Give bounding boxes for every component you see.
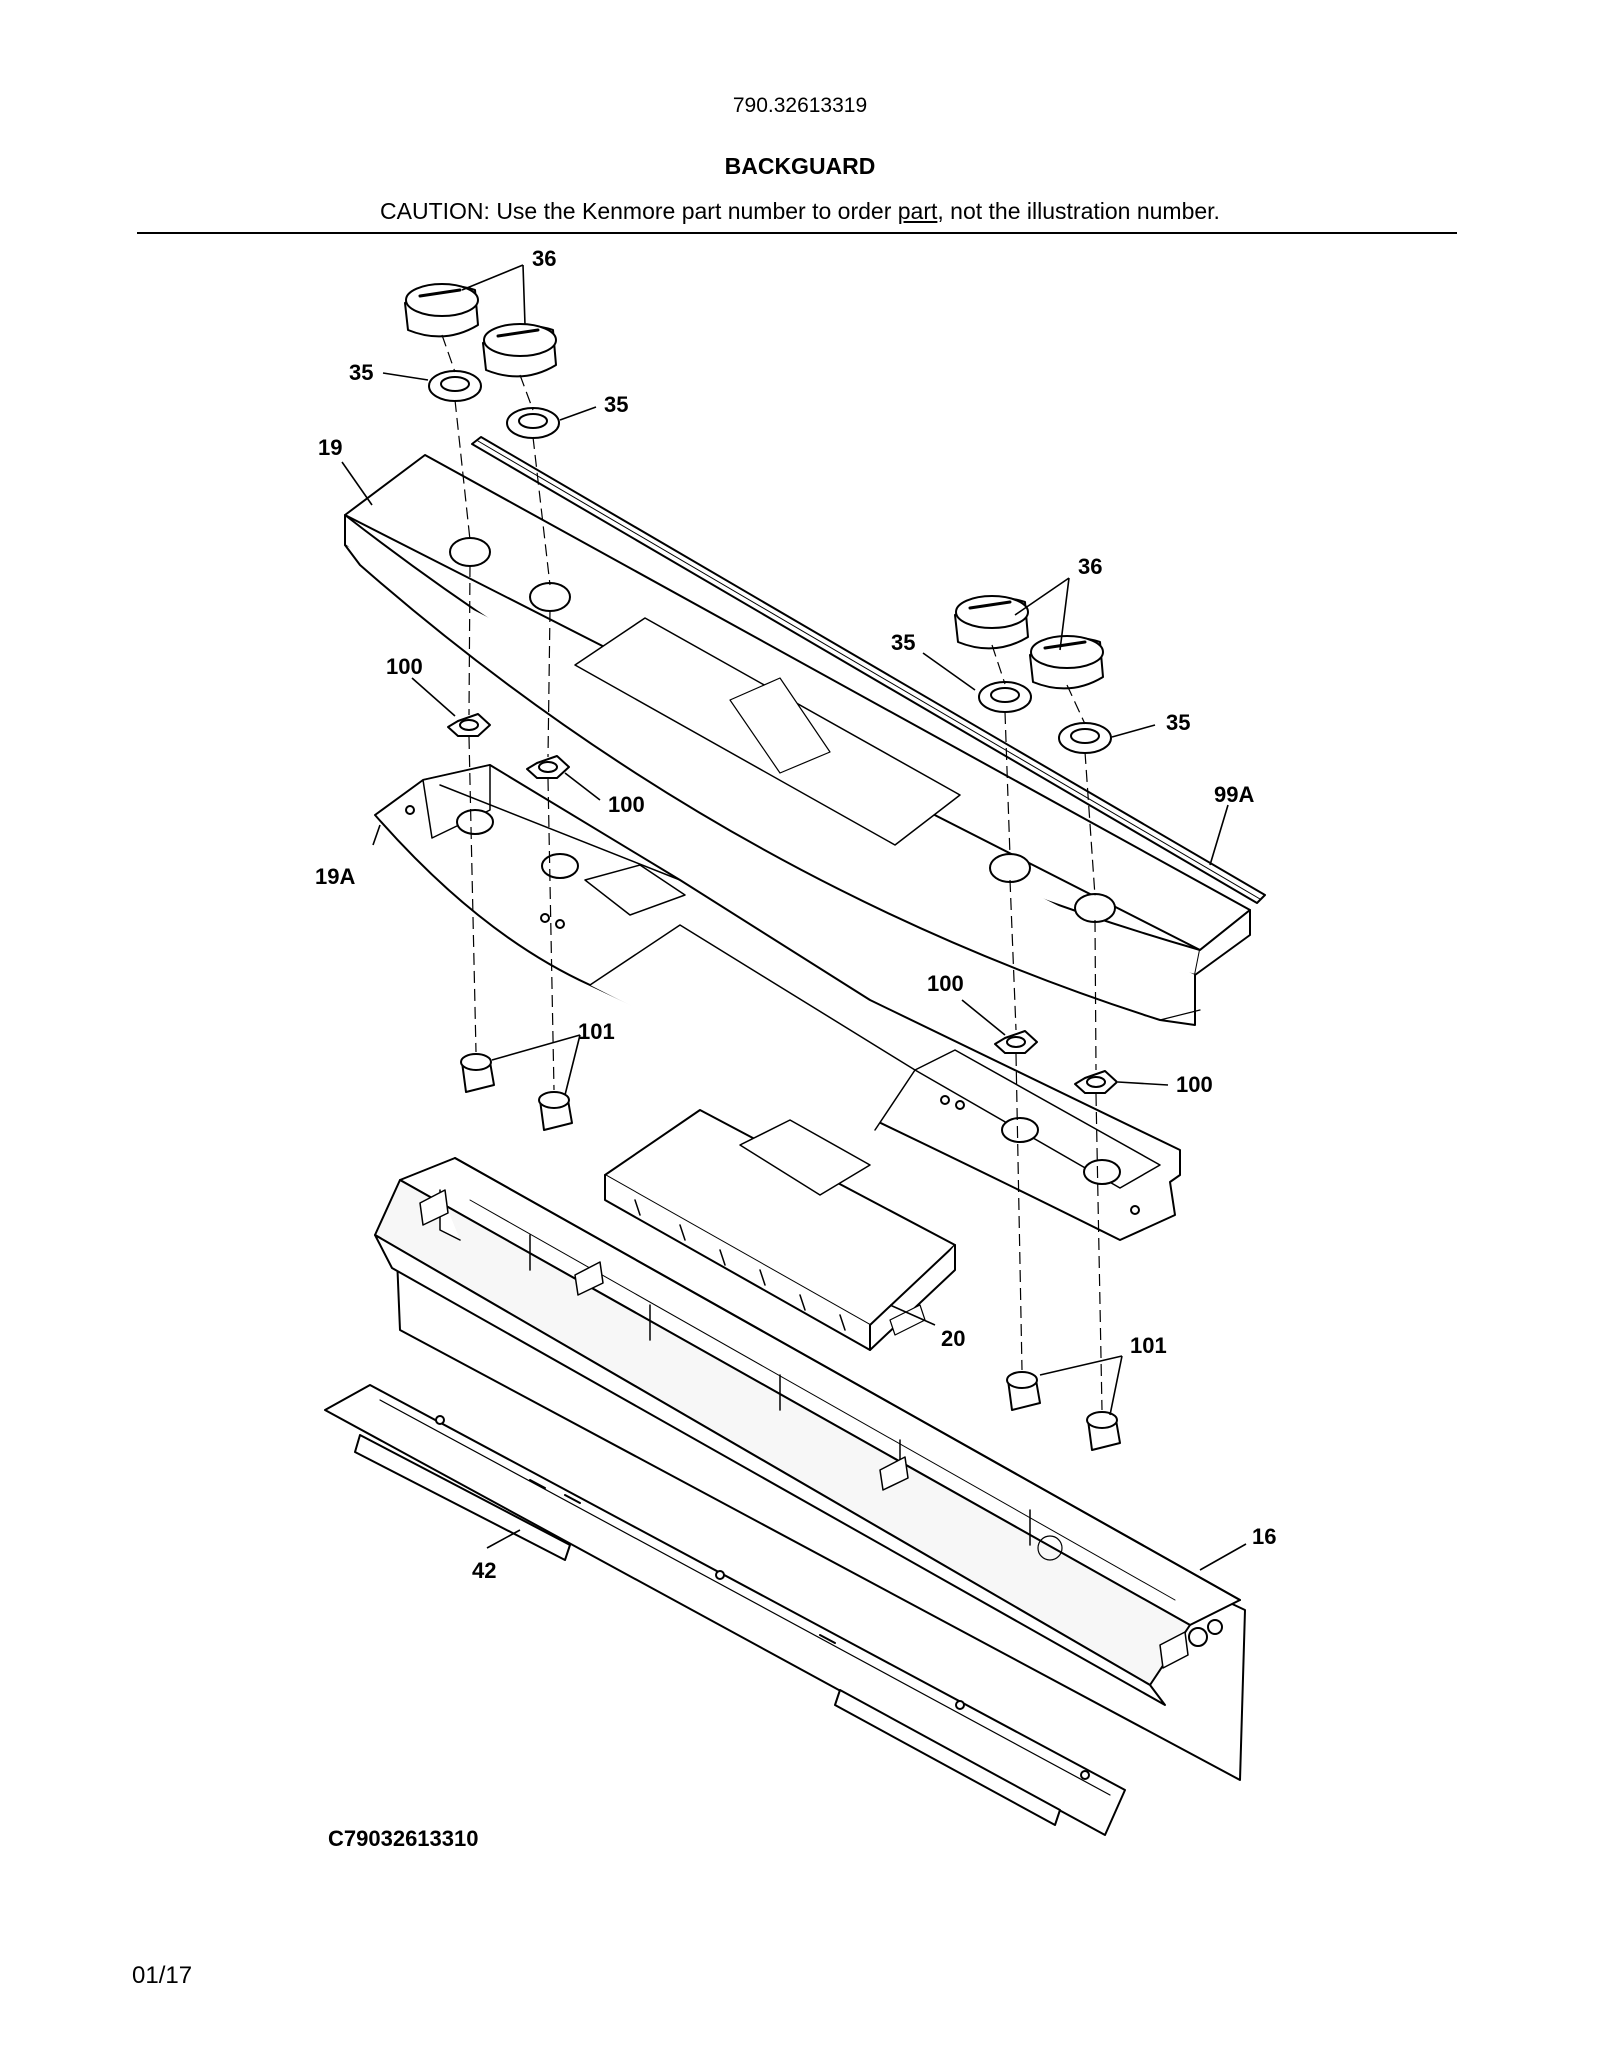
page-title: BACKGUARD	[724, 153, 876, 179]
header-divider	[137, 232, 1457, 234]
part-19-console-panel	[344, 454, 1251, 1026]
part-19a-control-bracket	[374, 764, 1181, 1241]
callout-100-right-lower: 100	[1176, 1072, 1213, 1097]
knob-top-right	[482, 323, 557, 378]
hexnut-right-2	[1086, 1411, 1121, 1451]
model-number: 790.32613319	[732, 94, 868, 117]
bezel-right-left	[978, 681, 1032, 713]
callout-35-top-right: 35	[604, 392, 628, 417]
callout-100-right-upper: 100	[927, 971, 964, 996]
nut-right-2	[1074, 1070, 1118, 1094]
illustration-code: C79032613310	[328, 1826, 479, 1851]
callout-35-top-left: 35	[349, 360, 373, 385]
assembly-guide-lines	[441, 334, 1103, 1411]
callout-100-left-lower: 100	[608, 792, 645, 817]
caution-suffix: , not the illustration number.	[937, 198, 1220, 224]
callout-19: 19	[318, 435, 342, 460]
callout-101-left: 101	[578, 1019, 615, 1044]
callout-101-right: 101	[1130, 1333, 1167, 1358]
part-42-bracket-strip	[324, 1384, 1126, 1836]
part-16-backguard-frame	[374, 1157, 1246, 1781]
callout-99a: 99A	[1214, 782, 1254, 807]
nut-right-1	[994, 1030, 1038, 1054]
callout-labels: 36 35 35 19 36 35 35 100 99A 100 19A 100…	[315, 246, 1276, 1583]
hexnut-left-1	[460, 1053, 495, 1093]
revision-date: 01/17	[132, 1962, 193, 1989]
callout-16: 16	[1252, 1524, 1276, 1549]
part-20-control-board	[604, 1109, 956, 1351]
hexnut-right-1	[1006, 1371, 1041, 1411]
callout-35-right-left: 35	[891, 630, 915, 655]
callout-100-left-upper: 100	[386, 654, 423, 679]
knob-right-lower	[1029, 635, 1104, 690]
caution-note: CAUTION: Use the Kenmore part number to …	[0, 198, 1600, 225]
knob-top-left	[404, 283, 479, 338]
callout-19a: 19A	[315, 864, 355, 889]
callout-36-right: 36	[1078, 554, 1102, 579]
callout-42: 42	[472, 1558, 496, 1583]
bezel-top-right	[506, 407, 560, 439]
bezel-right-right	[1058, 722, 1112, 754]
hexnut-left-2	[538, 1091, 573, 1131]
callout-35-right-right: 35	[1166, 710, 1190, 735]
part-35-bezels	[428, 370, 1112, 754]
part-99a-trim-strip	[471, 436, 1266, 904]
callout-20: 20	[941, 1326, 965, 1351]
callout-36-top: 36	[532, 246, 556, 271]
bezel-top-left	[428, 370, 482, 402]
part-101-hex-nuts	[460, 1053, 1121, 1451]
caution-part-word: part	[897, 198, 938, 224]
caution-prefix: CAUTION: Use the Kenmore part number to …	[380, 198, 898, 224]
nut-left-2	[526, 755, 570, 779]
part-100-nuts	[447, 713, 1118, 1094]
callout-leader-lines	[341, 264, 1247, 1571]
nut-left-1	[447, 713, 491, 737]
knob-right-upper	[954, 595, 1029, 650]
part-36-knobs	[404, 283, 1104, 690]
